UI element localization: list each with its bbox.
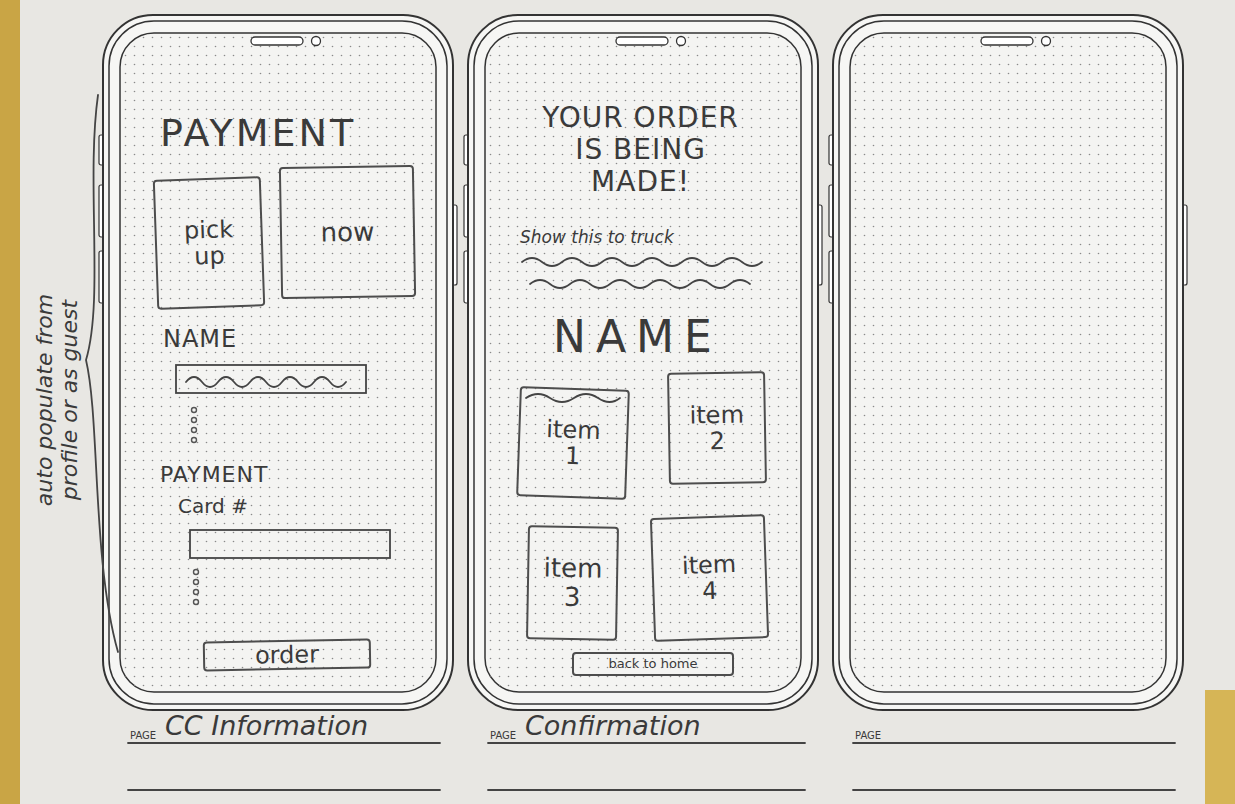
bracket <box>86 95 118 652</box>
page-tag: PAGE <box>490 730 530 742</box>
box-label: item 2 <box>688 401 747 455</box>
button-box: back to home <box>572 652 734 676</box>
input-field <box>190 530 390 558</box>
ellipsis-dot <box>194 590 199 595</box>
option-box: pick up <box>153 176 265 310</box>
desk-edge <box>1205 690 1235 804</box>
underline <box>128 789 440 791</box>
item-box: item 1 <box>516 386 630 500</box>
ellipsis-dot <box>192 418 197 423</box>
scribble <box>522 258 762 266</box>
sketch-text: Confirmation <box>525 710 785 741</box>
underline <box>488 789 805 791</box>
phone-frame <box>464 15 822 710</box>
underline <box>128 742 440 744</box>
item-box: item 4 <box>650 514 769 642</box>
ellipsis-dot <box>192 408 197 413</box>
phone-frame <box>99 15 457 710</box>
item-box: item 2 <box>667 371 767 485</box>
ellipsis-dot <box>194 570 199 575</box>
scribble <box>186 377 346 387</box>
input-field <box>176 365 366 393</box>
sketch-text: Card # <box>178 495 298 518</box>
box-label: pick up <box>178 216 240 271</box>
sketch-text: NAME <box>520 312 755 363</box>
sketch-text: NAME <box>163 326 283 354</box>
underline <box>488 742 805 744</box>
box-label: item 3 <box>543 554 602 612</box>
box-label: item 4 <box>680 551 740 606</box>
item-box: item 3 <box>526 525 619 641</box>
phone-frame <box>829 15 1187 710</box>
ellipsis-dot <box>192 438 197 443</box>
sketch-text: PAYMENT <box>160 462 320 487</box>
ellipsis-dot <box>194 600 199 605</box>
page-tag: PAGE <box>855 730 895 742</box>
sketch-text: CC Information <box>165 710 425 741</box>
scribble <box>526 394 620 402</box>
desk-edge <box>0 0 20 804</box>
ellipsis-dot <box>192 428 197 433</box>
underline <box>853 789 1175 791</box>
box-label: back to home <box>608 657 697 671</box>
scribble <box>530 280 750 288</box>
sketch-text: Show this to truck <box>520 228 770 248</box>
underline <box>853 742 1175 744</box>
sketch-text: PAYMENT <box>160 112 400 156</box>
box-label: now <box>320 217 374 247</box>
ellipsis-dot <box>194 580 199 585</box>
box-label: order <box>255 641 319 669</box>
margin-note: auto populate from profile or as guest <box>32 270 92 530</box>
sketch-text: YOUR ORDER IS BEING MADE! <box>533 102 748 199</box>
page-tag: PAGE <box>130 730 170 742</box>
box-label: item 1 <box>543 416 603 471</box>
option-box: now <box>279 165 416 299</box>
button-box: order <box>203 639 371 672</box>
